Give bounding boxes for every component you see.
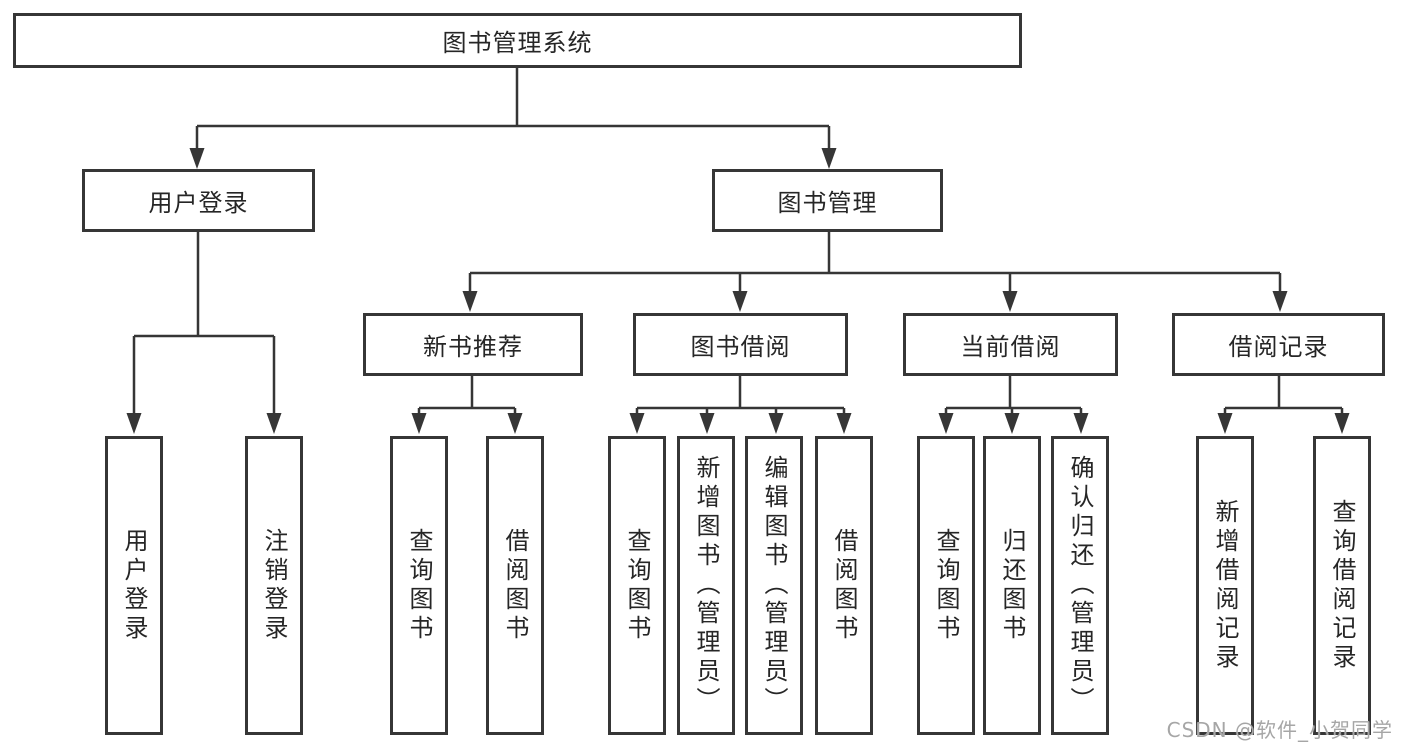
watermark-text: CSDN @软件_小贺同学 — [1166, 718, 1393, 742]
node-current-borrow: 当前借阅 — [903, 313, 1118, 376]
node-leaf-logout: 注销登录 — [245, 436, 303, 735]
wire-borrow-records — [1223, 376, 1344, 416]
leaf-label: 用户登录 — [120, 527, 148, 644]
node-library-system: 图书管理系统 — [13, 13, 1022, 68]
leaf-label: 借阅图书 — [830, 527, 858, 644]
node-new-book-recommend: 新书推荐 — [363, 313, 583, 376]
node-leaf-return-books: 归还图书 — [983, 436, 1041, 735]
wire-user-login — [132, 232, 276, 416]
node-leaf-add-borrow-record: 新增借阅记录 — [1196, 436, 1254, 735]
node-leaf-borrow-books-2: 借阅图书 — [815, 436, 873, 735]
node-user-login: 用户登录 — [82, 169, 315, 232]
wire-current-borrow — [944, 376, 1083, 416]
wire-root — [195, 68, 831, 152]
node-leaf-query-books-3: 查询图书 — [917, 436, 975, 735]
wire-book-management — [468, 232, 1282, 293]
arrowheads — [126, 148, 1350, 434]
leaf-label: 新增图书（管理员） — [692, 455, 720, 716]
node-borrow-records: 借阅记录 — [1172, 313, 1385, 376]
leaf-label: 查询图书 — [405, 527, 433, 644]
node-leaf-query-borrow-record: 查询借阅记录 — [1313, 436, 1371, 735]
leaf-label: 编辑图书（管理员） — [760, 455, 788, 716]
node-leaf-edit-book-admin: 编辑图书（管理员） — [745, 436, 803, 735]
node-leaf-query-books-2: 查询图书 — [608, 436, 666, 735]
node-leaf-confirm-return-admin: 确认归还（管理员） — [1051, 436, 1109, 735]
node-leaf-add-book-admin: 新增图书（管理员） — [677, 436, 735, 735]
leaf-label: 新增借阅记录 — [1211, 498, 1239, 673]
leaf-label: 查询借阅记录 — [1328, 498, 1356, 673]
leaf-label: 注销登录 — [260, 527, 288, 644]
leaf-label: 查询图书 — [932, 527, 960, 644]
node-leaf-query-books-1: 查询图书 — [390, 436, 448, 735]
leaf-label: 借阅图书 — [501, 527, 529, 644]
leaf-label: 确认归还（管理员） — [1066, 455, 1094, 716]
node-book-management: 图书管理 — [712, 169, 943, 232]
leaf-label: 查询图书 — [623, 527, 651, 644]
wire-new-book-recommend — [417, 376, 517, 416]
node-leaf-borrow-books-1: 借阅图书 — [486, 436, 544, 735]
wire-book-borrow — [635, 376, 846, 416]
node-leaf-user-login: 用户登录 — [105, 436, 163, 735]
node-book-borrow: 图书借阅 — [633, 313, 848, 376]
leaf-label: 归还图书 — [998, 527, 1026, 644]
